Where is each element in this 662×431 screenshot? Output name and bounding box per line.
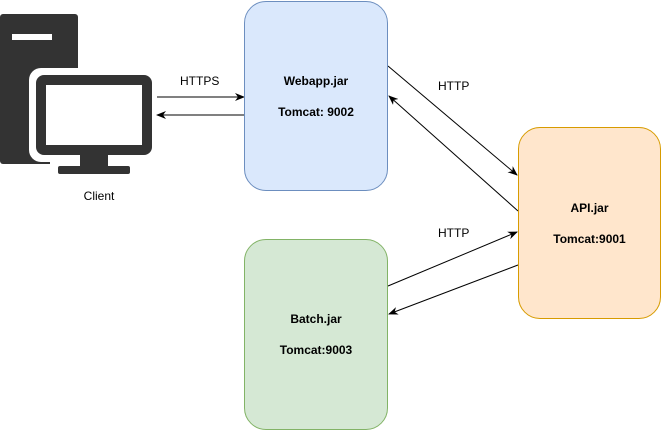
api-node: API.jar Tomcat:9001	[518, 127, 661, 319]
webapp-node-subtitle: Tomcat: 9002	[278, 104, 354, 119]
edge-api-to-batch	[388, 264, 519, 315]
edge-webapp-to-api	[387, 65, 518, 176]
edge-label-http-batch-api: HTTP	[438, 226, 470, 240]
api-node-subtitle: Tomcat:9001	[553, 231, 626, 246]
edge-batch-to-api	[387, 231, 518, 287]
edge-label-https: HTTPS	[180, 74, 220, 88]
api-node-title: API.jar	[570, 200, 609, 215]
batch-node-subtitle: Tomcat:9003	[279, 343, 353, 357]
edge-api-to-webapp	[388, 95, 519, 212]
desktop-computer-icon	[0, 14, 159, 180]
batch-node-title: Batch.jar	[290, 312, 342, 326]
webapp-node: Webapp.jar Tomcat: 9002	[244, 1, 388, 191]
webapp-node-title: Webapp.jar	[283, 73, 349, 88]
batch-node: Batch.jar Tomcat:9003	[244, 239, 388, 430]
edge-label-http-webapp-api: HTTP	[438, 79, 470, 93]
client-label: Client	[83, 189, 115, 203]
